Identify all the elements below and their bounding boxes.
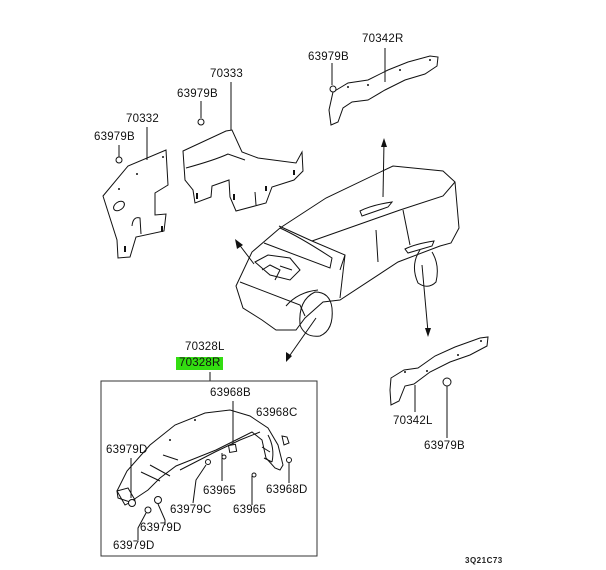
detail-box	[100, 380, 318, 557]
screw-63965-2	[251, 472, 257, 505]
fastener-63979d-mid	[154, 496, 166, 525]
screw-63965-1	[221, 453, 227, 481]
fender-liner-70328	[116, 409, 284, 506]
label-63968b: 63968B	[210, 387, 251, 399]
fastener-63968d	[286, 457, 292, 483]
clip-63979b-mid	[197, 101, 205, 126]
label-70342l: 70342L	[393, 415, 433, 427]
diagram-code: 3Q21C73	[465, 556, 503, 565]
arrow-to-70328	[286, 317, 317, 362]
label-70328l: 70328L	[185, 341, 225, 353]
panel-70332	[102, 149, 169, 259]
arrow-to-70342l	[421, 264, 431, 337]
panel-70342r	[328, 55, 439, 126]
label-63968d: 63968D	[266, 484, 308, 496]
clip-63979b-top-right	[329, 63, 337, 93]
label-63979b-left: 63979B	[94, 131, 135, 143]
label-63979d-left: 63979D	[106, 444, 148, 456]
vehicle-outline	[235, 165, 460, 337]
arrow-to-70342r	[381, 138, 387, 198]
fastener-63968c	[281, 435, 290, 446]
label-70342r: 70342R	[362, 33, 404, 45]
label-63965-2: 63965	[233, 504, 266, 516]
label-63979b-mid: 63979B	[177, 88, 218, 100]
label-63979b-top-right: 63979B	[308, 51, 349, 63]
label-70333: 70333	[210, 68, 243, 80]
label-70332: 70332	[126, 113, 159, 125]
fastener-63979d-left	[128, 458, 136, 507]
label-70328r-selected[interactable]: 70328R	[176, 357, 224, 370]
label-63965-1: 63965	[203, 485, 236, 497]
fastener-63979c	[192, 459, 211, 504]
panel-70333	[182, 129, 304, 212]
label-63968c: 63968C	[256, 407, 298, 419]
fastener-63979d-bottom	[137, 506, 152, 540]
fastener-63968b	[227, 401, 238, 454]
panel-70342l	[389, 336, 489, 406]
label-63979b-lower-right: 63979B	[424, 440, 465, 452]
label-63979c: 63979C	[170, 504, 212, 516]
label-63979d-bottom: 63979D	[113, 540, 155, 552]
clip-63979b-lower-right	[442, 377, 452, 438]
arrow-to-70333	[235, 239, 255, 265]
clip-63979b-left	[115, 145, 123, 164]
label-63979d-mid: 63979D	[140, 522, 182, 534]
